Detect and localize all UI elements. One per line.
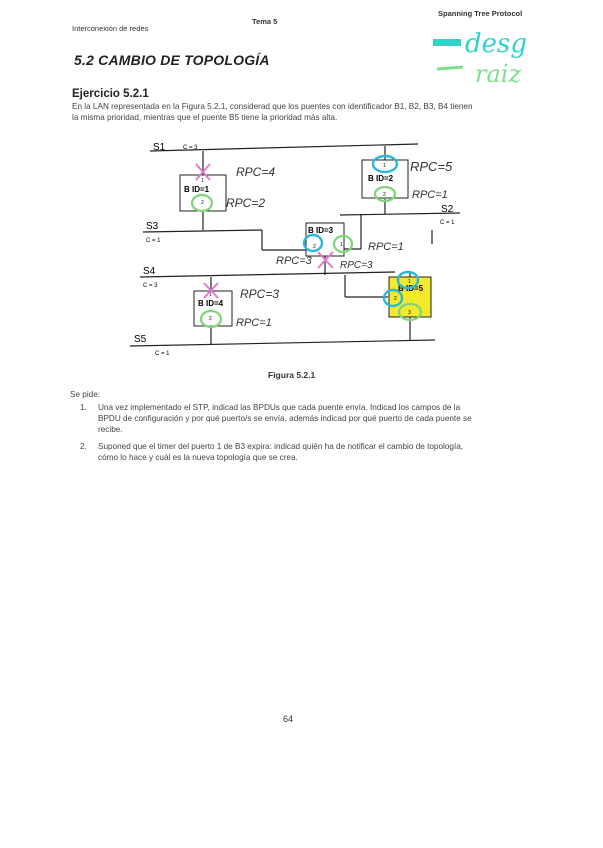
question-2: 2. Suponed que el timer del puerto 1 de … <box>80 441 530 471</box>
question-1-number: 1. <box>80 403 87 412</box>
b1-port-1: 1 <box>201 178 204 184</box>
bridge-b5-root <box>388 276 432 318</box>
segment-s3-cost: C = 1 <box>146 238 161 244</box>
b5-port-3: 3 <box>408 310 411 316</box>
handwriting-raiz: raiz <box>475 60 521 88</box>
question-2-line-2: cómo lo hace y cuál es la nueva topologí… <box>98 453 298 462</box>
annotation-b3-left: RPC=3 <box>276 255 313 267</box>
section-title: 5.2 CAMBIO DE TOPOLOGÍA <box>74 52 270 68</box>
bridge-b2 <box>361 159 409 199</box>
question-1: 1. Una vez implementado el STP, indicad … <box>80 402 530 442</box>
annotation-b2-top: RPC=5 <box>410 159 453 174</box>
segment-s1-cost: C = 3 <box>183 145 198 151</box>
segment-s2-cost: C = 1 <box>440 220 455 226</box>
segment-line-s1 <box>149 143 419 152</box>
segment-line-s4 <box>139 271 396 278</box>
b4-blocked-port-marker <box>203 282 219 299</box>
exercise-title: Ejercicio 5.2.1 <box>72 88 149 100</box>
se-pide-label: Se pide: <box>70 390 101 399</box>
handwriting-desg: desg <box>465 29 527 59</box>
b2-port-1: 1 <box>383 163 386 169</box>
page-number: 64 <box>283 714 294 724</box>
annotation-b3-below: RPC=3 <box>340 260 373 271</box>
handwriting-top-right: desg raiz <box>433 29 527 88</box>
bridge-b1 <box>179 174 227 212</box>
b1-designated-port-marker <box>190 193 214 213</box>
b5-port-2-marker <box>382 288 404 308</box>
annotation-b4-bottom: RPC=1 <box>236 317 272 329</box>
b1-port-2: 2 <box>201 200 204 206</box>
question-1-line-1: Una vez implementado el STP, indicad las… <box>98 403 461 412</box>
segment-line-s5 <box>129 339 436 347</box>
figure-caption: Figura 5.2.1 <box>268 370 316 380</box>
question-2-number: 2. <box>80 442 87 451</box>
annotation-b3-right: RPC=1 <box>368 241 404 253</box>
bridge-b4-label: B ID=4 <box>198 299 224 308</box>
b5-port-1-marker <box>396 270 420 290</box>
segment-s5-label: S5 <box>134 334 147 345</box>
question-1-line-2: BPDU de configuración y por qué puerto/s… <box>98 414 472 423</box>
question-1-line-3: recibe. <box>98 425 123 434</box>
bridge-b2-label: B ID=2 <box>368 174 394 183</box>
intro-paragraph: En la LAN representada en la Figura 5.2.… <box>72 101 532 123</box>
b5-designated-port-marker <box>397 302 423 322</box>
b4-port-1: 1 <box>209 292 212 298</box>
green-stroke <box>436 65 464 71</box>
b5-port-1: 1 <box>408 279 411 285</box>
b4-port-2: 2 <box>209 316 212 322</box>
question-2-line-1: Suponed que el timer del puerto 1 de B3 … <box>98 442 464 451</box>
segment-s2-label: S2 <box>441 204 454 215</box>
b2-port-2: 2 <box>383 192 386 198</box>
b3-port-1: 1 <box>340 242 343 248</box>
b2-designated-port-marker <box>373 185 397 203</box>
segment-s3-label: S3 <box>146 221 159 232</box>
annotation-b1-top: RPC=4 <box>236 165 275 179</box>
b3-port-2: 2 <box>313 244 316 250</box>
segment-s1-label: S1 <box>153 142 166 153</box>
b3-blocked-port-marker <box>317 251 334 269</box>
segment-line-s2 <box>339 212 461 216</box>
b3-designated-port-marker <box>332 234 354 254</box>
bridge-b1-label: B ID=1 <box>184 185 210 194</box>
intro-line-2: la misma prioridad, mientras que el puen… <box>72 113 338 122</box>
header-right: Spanning Tree Protocol <box>438 9 523 18</box>
b4-designated-port-marker <box>199 309 223 329</box>
segment-s4-cost: C = 3 <box>143 283 158 289</box>
bridge-b3-label: B ID=3 <box>308 226 334 235</box>
annotation-b1-bottom: RPC=2 <box>226 196 265 210</box>
b2-root-port-marker <box>371 154 399 174</box>
annotation-b2-bottom: RPC=1 <box>412 189 448 201</box>
intro-line-1: En la LAN representada en la Figura 5.2.… <box>72 102 473 111</box>
segment-line-s3 <box>142 229 263 233</box>
b5-port-2: 2 <box>394 296 397 302</box>
b1-blocked-port-marker <box>195 163 211 181</box>
segment-s4-label: S4 <box>143 266 156 277</box>
bridge-b4 <box>193 290 233 327</box>
annotation-b4-top: RPC=3 <box>240 287 279 301</box>
highlight-stroke <box>433 39 461 46</box>
header-center: Tema 5 <box>252 17 278 26</box>
header-left: Interconexión de redes <box>72 24 149 33</box>
b3-root-port-marker <box>302 233 324 253</box>
segment-s5-cost: C = 1 <box>155 351 170 357</box>
